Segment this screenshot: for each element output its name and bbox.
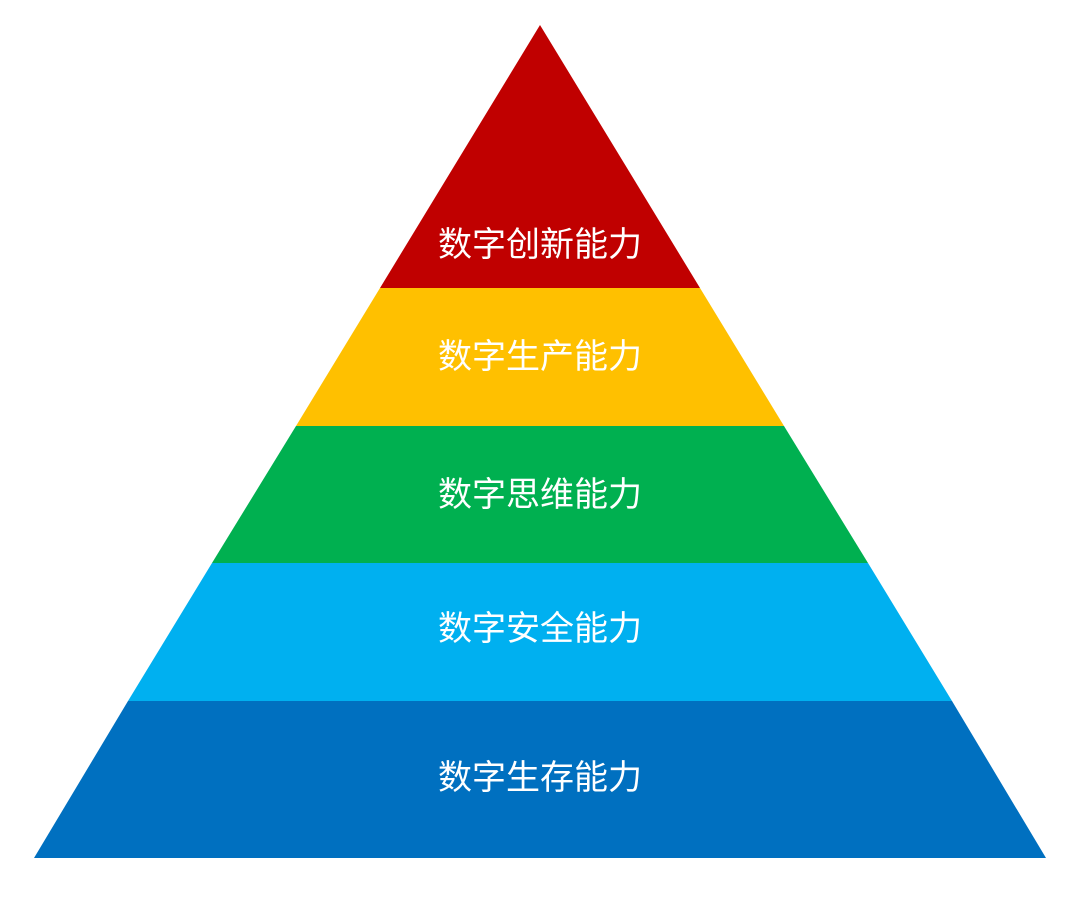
tier-5-label: 数字生存能力 [438, 758, 642, 798]
tier-1-label: 数字创新能力 [438, 225, 642, 265]
tier-2-shape [296, 288, 784, 426]
tier-2-label: 数字生产能力 [438, 337, 642, 377]
tier-4-shape [128, 563, 952, 701]
pyramid-tier-4: 数字安全能力 [128, 563, 952, 701]
pyramid-tier-3: 数字思维能力 [212, 426, 868, 563]
tier-3-shape [212, 426, 868, 563]
pyramid-tier-1: 数字创新能力 [380, 25, 700, 288]
pyramid-tier-2: 数字生产能力 [296, 288, 784, 426]
tier-5-shape [34, 701, 1046, 858]
pyramid-tier-5: 数字生存能力 [34, 701, 1046, 858]
tier-1-shape [380, 25, 700, 288]
tier-3-label: 数字思维能力 [438, 475, 642, 515]
tier-4-label: 数字安全能力 [438, 609, 642, 649]
